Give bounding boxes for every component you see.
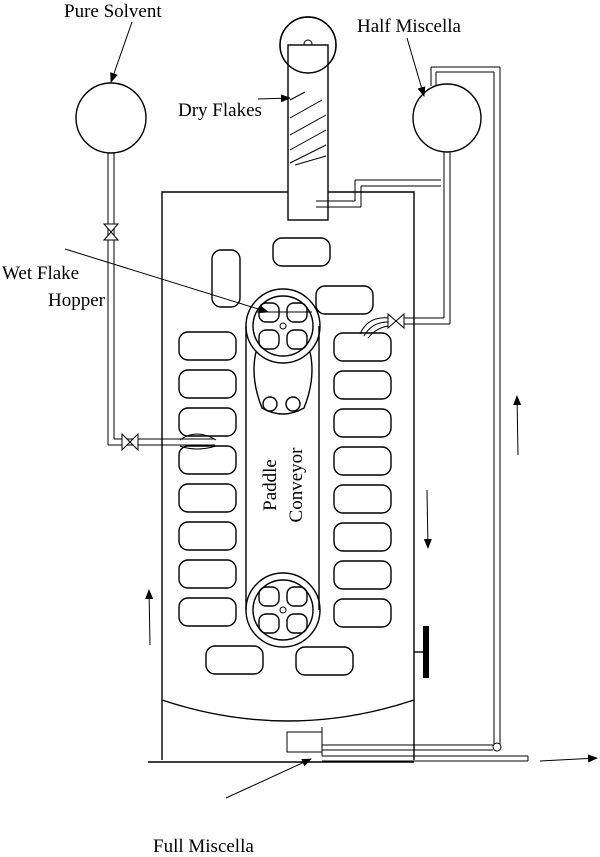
pure-solvent-label: Pure Solvent	[64, 1, 162, 22]
paddle-conveyor: Paddle Conveyor	[245, 288, 321, 648]
bottom-baskets	[205, 645, 354, 676]
pure-solvent-line	[102, 153, 217, 452]
valve-icon	[121, 432, 139, 452]
paddle-label: Paddle	[260, 459, 281, 511]
dry-flakes-label: Dry Flakes	[178, 100, 262, 121]
bottom-sprocket	[245, 572, 321, 648]
arrow-down-icon	[423, 489, 432, 549]
left-baskets	[178, 331, 237, 627]
top-baskets	[211, 237, 374, 315]
leader-lines	[64, 21, 426, 799]
pure-solvent-tank	[75, 82, 147, 154]
wet-flake-label-line2: Hopper	[48, 290, 106, 311]
wet-flake-hopper	[253, 351, 313, 415]
valve-icon	[102, 223, 120, 241]
full-miscella-label: Full Miscella	[153, 836, 254, 857]
chute-hatching	[289, 91, 327, 166]
wet-flake-label-line1: Wet Flake	[2, 263, 79, 284]
arrow-up-icon	[513, 395, 522, 456]
flow-arrows	[145, 395, 598, 763]
half-miscella-tank	[412, 83, 482, 153]
dry-flakes-chute	[279, 16, 337, 221]
arrow-up-icon	[145, 589, 154, 646]
extractor-vessel	[148, 191, 415, 763]
right-baskets	[333, 332, 392, 628]
conveyor-label: Conveyor	[286, 447, 307, 523]
recirculation-line	[322, 66, 502, 752]
half-miscella-top-line	[316, 179, 441, 208]
half-miscella-label: Half Miscella	[357, 16, 462, 37]
arrow-right-icon	[539, 754, 598, 763]
valve-icon	[387, 312, 405, 330]
sight-glass	[423, 626, 429, 678]
basket-compartments	[178, 237, 392, 676]
half-miscella-line	[359, 152, 451, 339]
full-miscella-outlet	[286, 727, 529, 762]
top-sprocket	[245, 288, 321, 364]
